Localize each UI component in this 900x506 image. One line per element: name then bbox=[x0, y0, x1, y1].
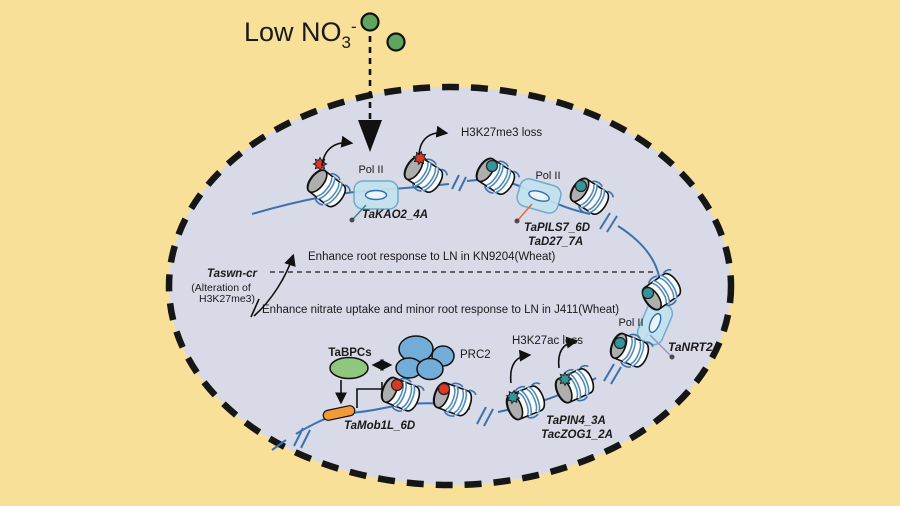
cis-element bbox=[322, 405, 356, 421]
gene-tapin4: TaPIN4_3A bbox=[546, 415, 606, 427]
takao2-connector bbox=[352, 204, 367, 220]
tabpcs-protein bbox=[329, 356, 369, 380]
pol-ii-label: Pol II bbox=[358, 164, 383, 176]
connector-dot bbox=[514, 218, 520, 224]
connector-dot bbox=[349, 217, 355, 223]
gene-tanrt2: TaNRT2 bbox=[668, 340, 713, 354]
taswn-note-line1: (Alteration of bbox=[191, 282, 251, 294]
pol-ii-label: Pol II bbox=[535, 170, 560, 182]
taswn-note-line2: H3K27me3) bbox=[199, 293, 255, 305]
mark-loss-arrow bbox=[321, 125, 579, 384]
prc2-label: PRC2 bbox=[460, 349, 491, 361]
pol-ii-label: Pol II bbox=[618, 317, 643, 329]
statement-j411: Enhance nitrate uptake and minor root re… bbox=[262, 304, 619, 316]
prc2-complex bbox=[395, 335, 455, 381]
gene-tamob1l: TaMob1L_6D bbox=[344, 420, 415, 432]
taswn-branch-line bbox=[250, 298, 260, 318]
taswn-cr-label: Taswn-cr bbox=[207, 268, 258, 280]
statement-kn9204: Enhance root response to LN in KN9204(Wh… bbox=[308, 251, 556, 263]
gene-tapils7: TaPILS7_6D bbox=[524, 222, 590, 234]
tanrt2-connector bbox=[649, 334, 672, 357]
nitrate-molecule-icon bbox=[360, 12, 406, 52]
h3k27ac-loss-label: H3K27ac loss bbox=[512, 335, 583, 347]
gene-tad27: TaD27_7A bbox=[528, 236, 583, 248]
gene-taczog1: TacZOG1_2A bbox=[541, 429, 613, 441]
pol-ii-complex bbox=[353, 180, 399, 210]
tapils7-connector bbox=[517, 203, 533, 221]
pol-ii-complex bbox=[516, 178, 562, 214]
h3k27me3-loss-label: H3K27me3 loss bbox=[461, 127, 542, 139]
low-nitrate-signal-arrow bbox=[358, 36, 382, 152]
connector-dot bbox=[669, 354, 675, 360]
low-no3-label: Low NO3- bbox=[244, 17, 357, 52]
gene-takao2: TaKAO2_4A bbox=[362, 209, 428, 221]
tabpcs-label: TaBPCs bbox=[328, 347, 371, 359]
strand-break-icon bbox=[293, 174, 622, 449]
taswn-branch-arrow bbox=[253, 253, 296, 317]
repression-tbar-icon bbox=[356, 382, 383, 408]
